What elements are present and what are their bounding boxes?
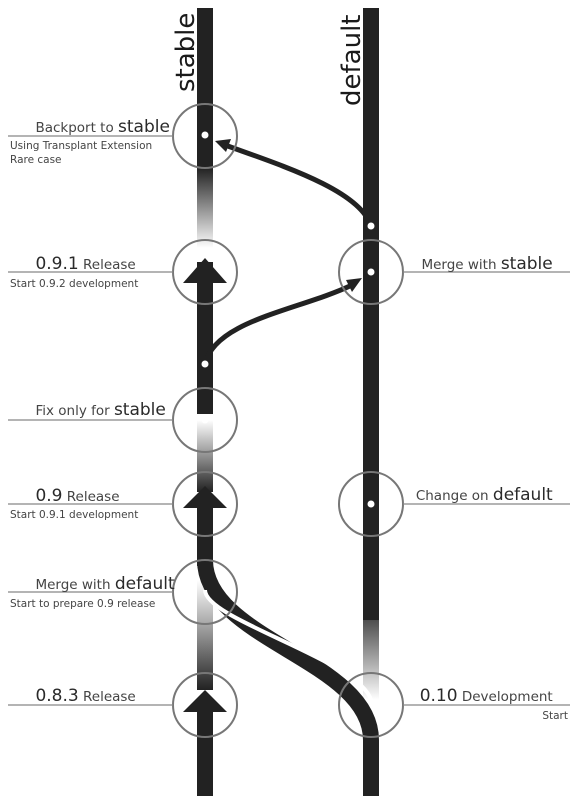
label-change: Change on default — [390, 485, 568, 505]
label-0.9-sub: Start 0.9.1 development — [10, 509, 138, 521]
arrow-up-0.9 — [183, 486, 227, 508]
label-merge-default-sub: Start to prepare 0.9 release — [10, 598, 155, 610]
stable-fade-3 — [197, 580, 213, 690]
stable-branch-name: stable — [171, 13, 201, 92]
label-backport-sub2: Rare case — [10, 154, 62, 166]
dot-fork-stable — [201, 360, 209, 368]
dot-backport — [201, 131, 209, 139]
label-0.8.3-release: 0.8.3 Release — [10, 686, 151, 706]
arrow-backport-head — [215, 139, 231, 152]
label-0.10-sub: Start — [542, 710, 568, 722]
label-0.9.1-release: 0.9.1 Release — [10, 254, 151, 274]
dot-change — [367, 500, 375, 508]
dot-default-source — [367, 222, 375, 230]
default-fade — [363, 600, 379, 700]
stable-segment-bottom — [197, 706, 213, 796]
label-0.10-development: 0.10 Development — [394, 686, 568, 706]
label-merge-stable: Merge with stable — [396, 254, 568, 274]
backport-curve — [224, 142, 374, 227]
arrow-up-0.8.3 — [183, 690, 227, 712]
merge-curve-bottom — [197, 510, 379, 796]
merge-curve-stable-to-default — [202, 282, 354, 365]
default-segment-main — [363, 8, 379, 620]
label-0.9.1-sub: Start 0.9.2 development — [10, 278, 138, 290]
label-backport-sub1: Using Transplant Extension — [10, 140, 152, 152]
stable-fade-1 — [197, 168, 213, 248]
default-branch-name: default — [337, 15, 367, 106]
dot-fix — [201, 416, 209, 424]
leader-lines — [8, 135, 570, 706]
commit-dots — [201, 131, 375, 508]
arrow-up-0.9.1 — [183, 258, 227, 283]
label-backport: Backport to stable — [10, 117, 185, 137]
dot-merge-stable — [367, 268, 375, 276]
stable-branch — [197, 8, 213, 796]
stable-segment-mid — [197, 262, 213, 414]
label-fix: Fix only for stable — [10, 400, 181, 420]
stable-segment-top — [197, 8, 213, 168]
default-branch — [363, 8, 379, 796]
stable-fade-2 — [197, 420, 213, 492]
label-0.9-release: 0.9 Release — [10, 486, 135, 506]
label-merge-default: Merge with default — [10, 574, 190, 594]
arrow-merge-head — [346, 278, 362, 292]
merge-curve-bottom-gap — [203, 589, 373, 701]
